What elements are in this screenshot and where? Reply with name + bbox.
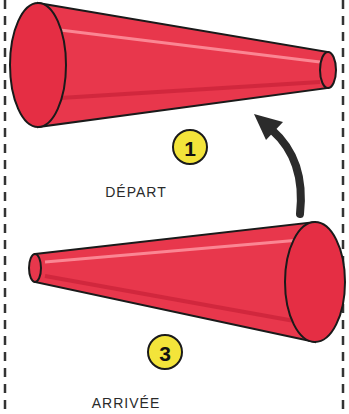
- callout-number: 1: [184, 138, 196, 159]
- arrow-head: [254, 114, 283, 140]
- cone-highlight: [60, 30, 320, 62]
- cone-end: [10, 3, 66, 127]
- dashed-line: [4, 0, 7, 414]
- callout-circles: [148, 130, 207, 369]
- cone-body: [38, 3, 328, 127]
- cone-end: [29, 254, 41, 282]
- cone-bottom: [29, 222, 345, 342]
- guide-lines: [5, 0, 343, 414]
- turn-arrow: [254, 114, 301, 214]
- step-label: ARRIVÉE: [92, 396, 160, 410]
- cone-end: [285, 222, 345, 342]
- cone-highlight: [45, 240, 300, 262]
- cone-top: [10, 3, 336, 127]
- cone-body: [35, 222, 315, 342]
- callout-number: 3: [159, 343, 171, 364]
- dashed-line: [342, 0, 345, 414]
- arrow-shaft: [272, 130, 301, 214]
- callout-circle: [148, 335, 182, 369]
- callout-circle: [173, 130, 207, 164]
- cone-shade: [60, 82, 320, 98]
- step-label: DÉPART: [105, 185, 167, 199]
- cone-end: [320, 52, 336, 88]
- cone-shade: [45, 276, 300, 322]
